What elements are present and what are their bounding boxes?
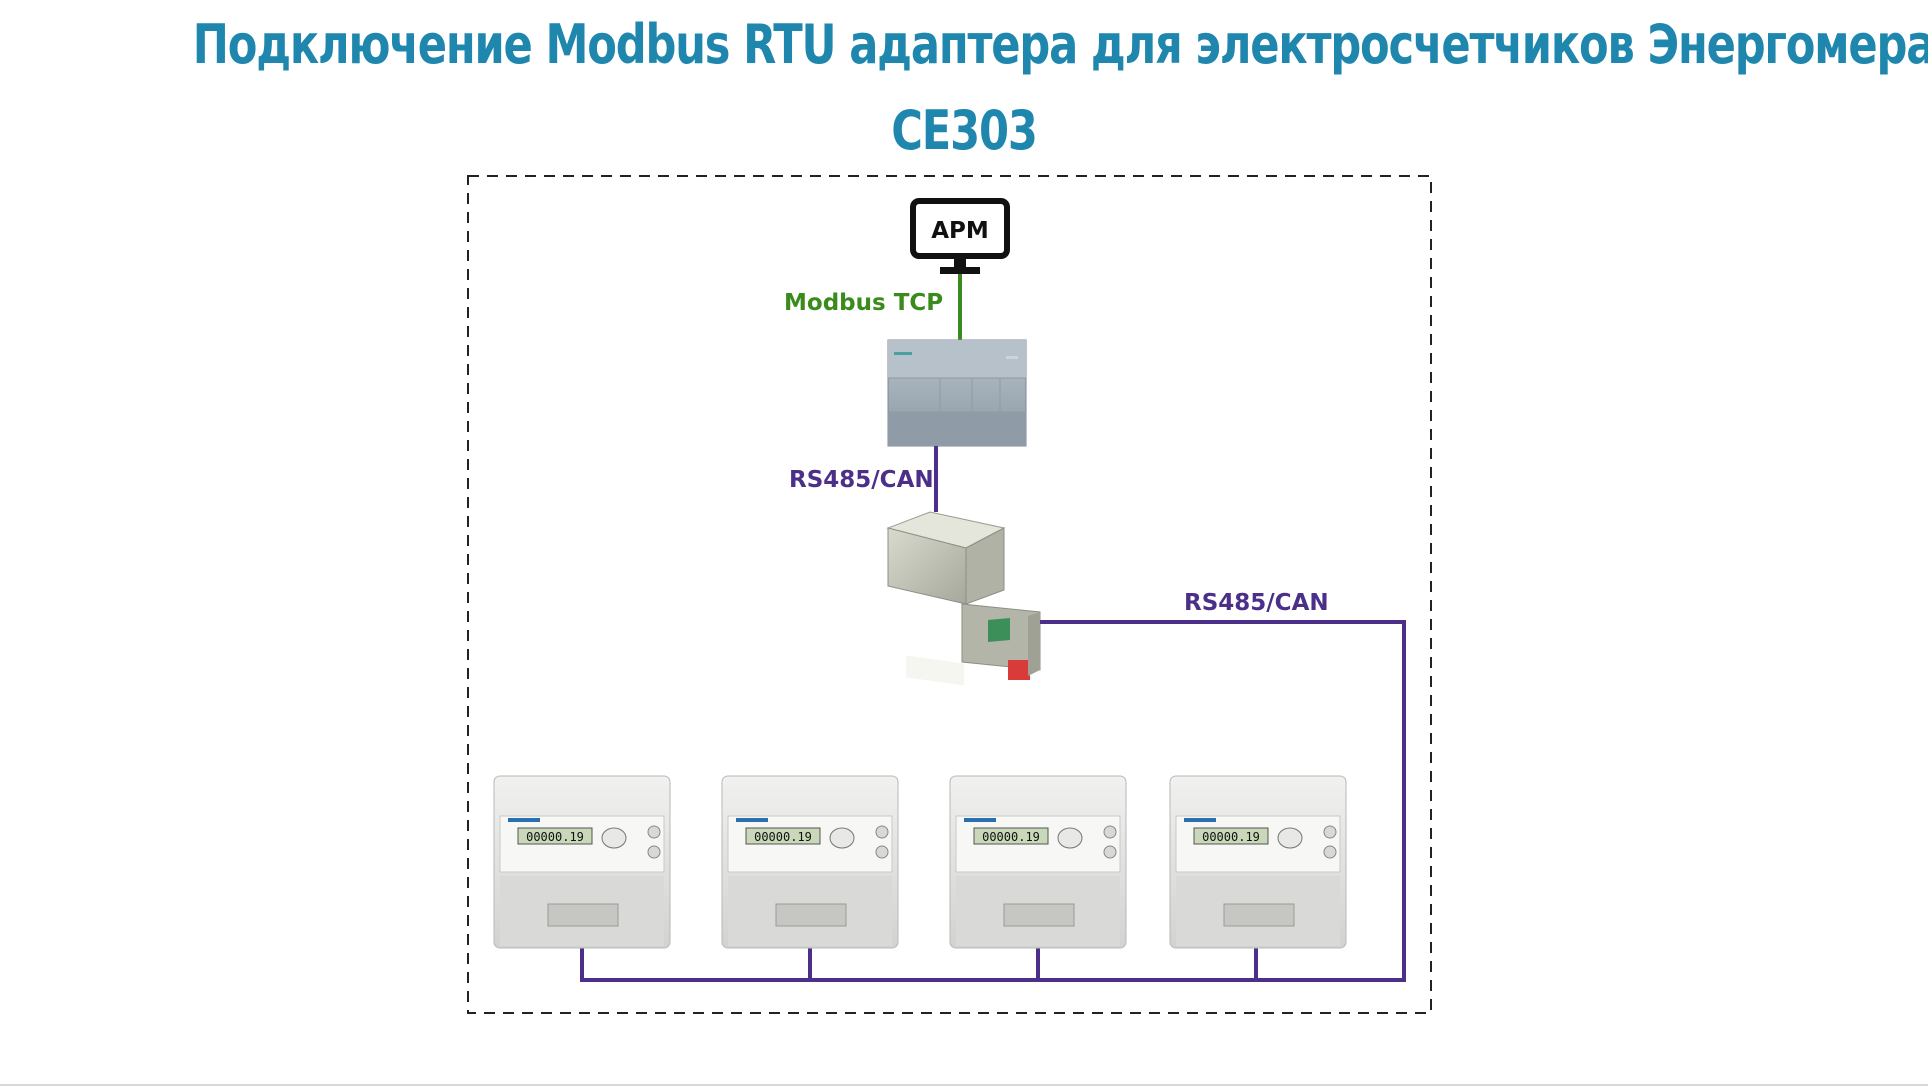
- meter-readout: 00000.19: [526, 830, 584, 844]
- meter-2: 00000.19: [721, 775, 899, 949]
- system-boundary: [467, 175, 1432, 1014]
- meter-readout: 00000.19: [982, 830, 1040, 844]
- meter-4: 00000.19: [1169, 775, 1347, 949]
- title-line-1: Подключение Modbus RTU адаптера для элек…: [192, 13, 1928, 76]
- workstation-label: АРМ: [931, 218, 989, 244]
- modbus-tcp-label: Modbus TCP: [784, 290, 943, 316]
- rs485-label-2: RS485/CAN: [1184, 590, 1329, 616]
- workstation-monitor-icon: АРМ: [910, 198, 1010, 274]
- title-line-2: CE303: [891, 99, 1038, 162]
- meter-readout: 00000.19: [754, 830, 812, 844]
- meter-3: 00000.19: [949, 775, 1127, 949]
- meter-1: 00000.19: [493, 775, 671, 949]
- meter-readout: 00000.19: [1202, 830, 1260, 844]
- plc-controller: [887, 339, 1027, 447]
- modbus-rtu-adapter: [886, 511, 1041, 686]
- rs485-label-1: RS485/CAN: [789, 467, 934, 493]
- rs485-bus-adapter-meters: [580, 620, 1406, 982]
- page-title: Подключение Modbus RTU адаптера для элек…: [192, 2, 1928, 174]
